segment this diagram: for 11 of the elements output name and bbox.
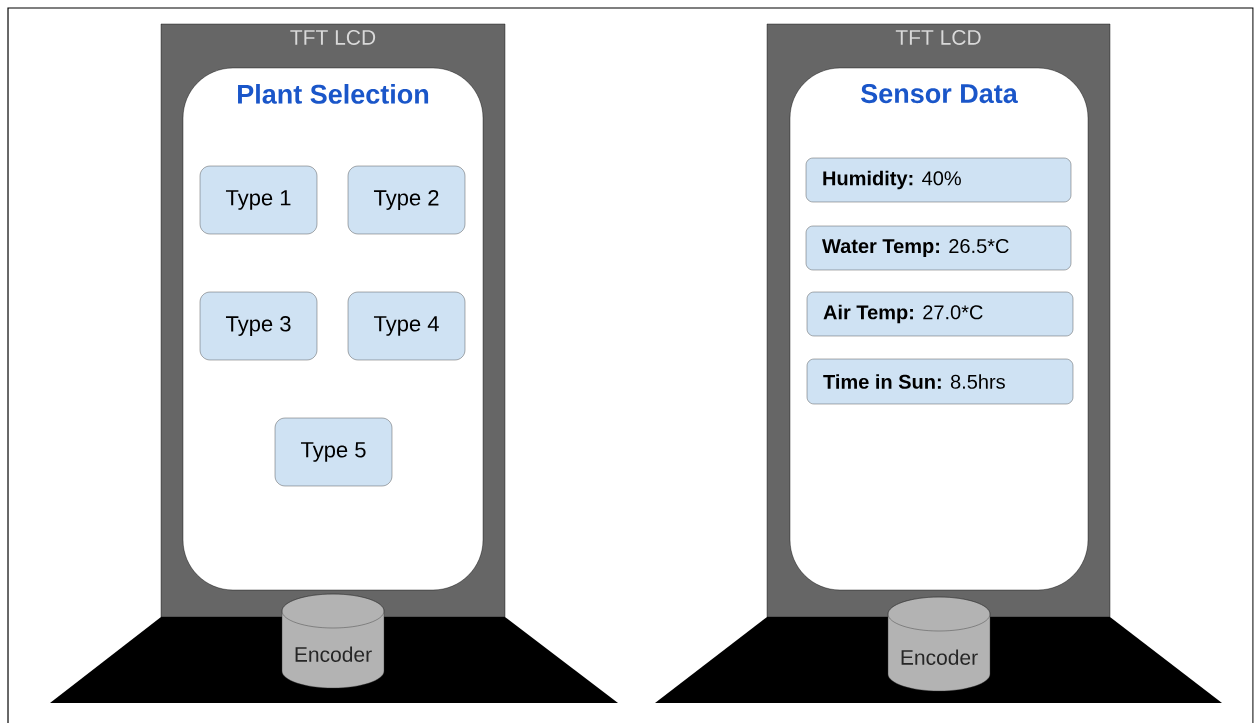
plant-button: Type 2 [347, 165, 466, 235]
plant-button: Type 5 [274, 417, 393, 487]
plant-button: Type 4 [347, 291, 466, 361]
sensor-reading: Air Temp: 27.0*C [806, 291, 1074, 337]
plant-button: Type 3 [199, 291, 318, 361]
plant-button: Type 1 [199, 165, 318, 235]
encoder-cylinder: Encoder [281, 593, 385, 689]
sensor-reading: Time in Sun: 8.5hrs [806, 358, 1074, 405]
encoder-cylinder: Encoder [887, 596, 991, 692]
sensor-reading: Water Temp: 26.5*C [805, 225, 1072, 271]
sensor-reading: Humidity: 40% [805, 157, 1072, 203]
